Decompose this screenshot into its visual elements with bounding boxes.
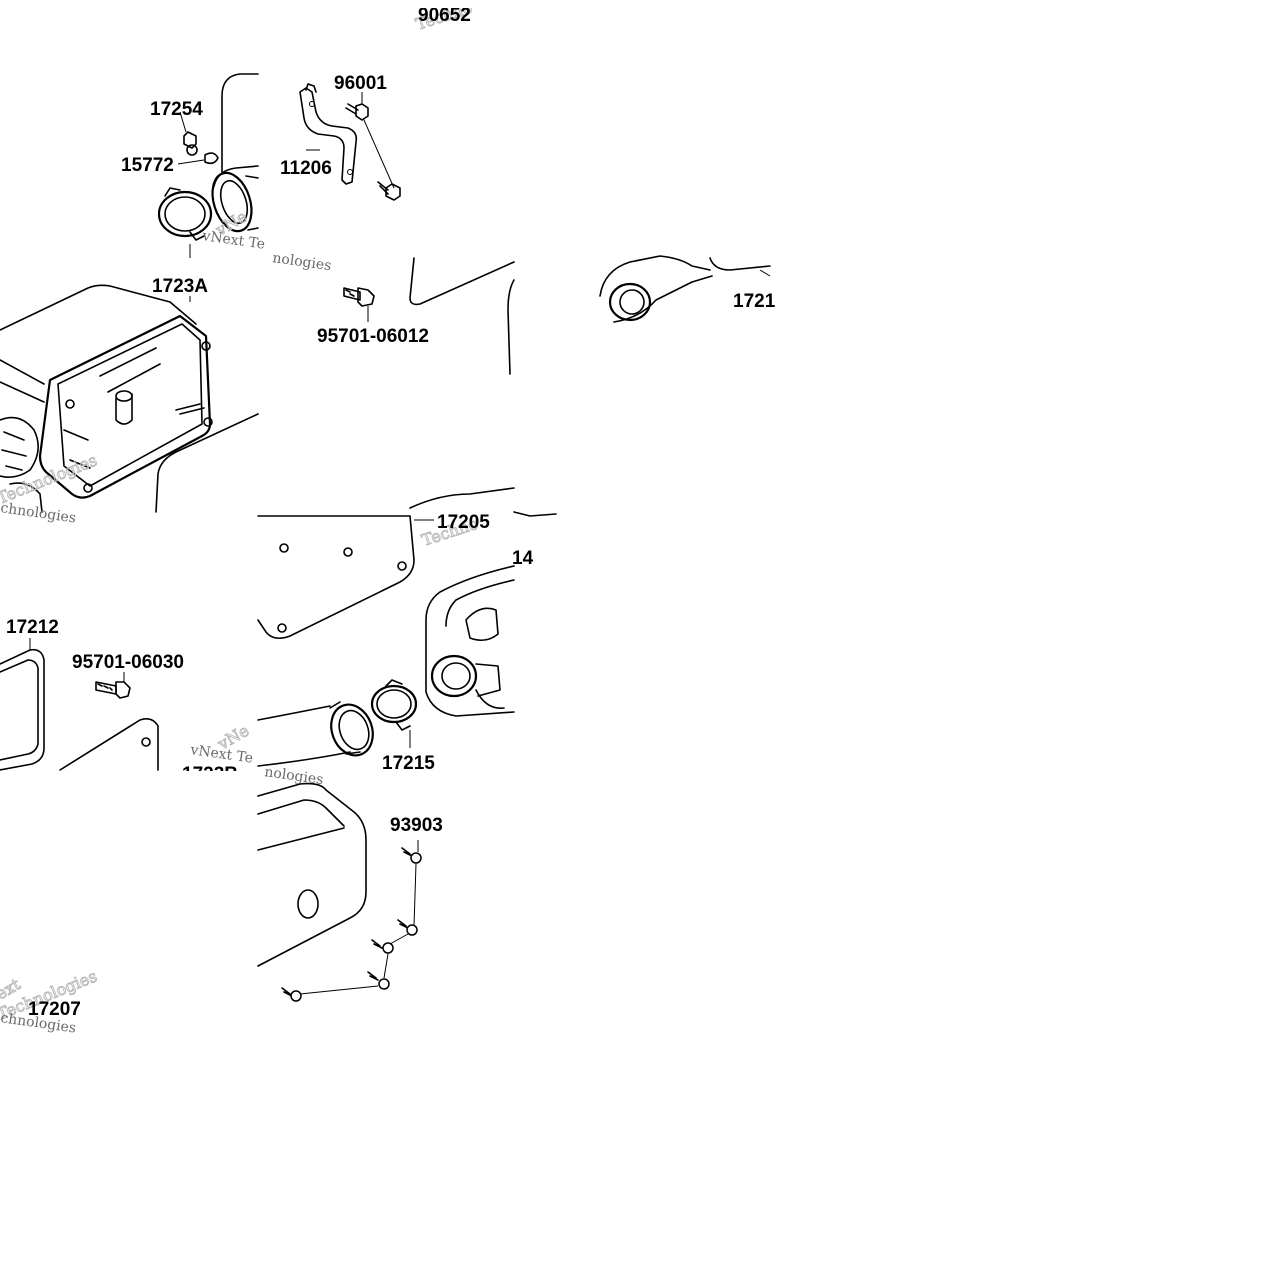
label-90652: 90652 [418,5,471,26]
clamp-assembly-drawing [157,73,259,258]
screw-3 [371,939,394,954]
label-17254: 17254 [150,99,203,120]
label-17215: 17215 [382,753,435,774]
cover-93903-drawing [257,782,422,1002]
hose-clamp-17215-drawing [257,679,418,767]
label-17207: 17207 [28,999,81,1020]
box-1723A-drawing [0,284,259,513]
gasket-17212-drawing [0,638,159,771]
label-14: 14 [512,548,534,569]
screw-5 [281,987,302,1002]
hose-1721-drawing [599,255,771,323]
plate-17205-drawing [257,487,557,717]
screw-4 [367,971,390,990]
label-17212: 17212 [6,617,59,638]
label-1721: 1721 [733,291,776,312]
part-labels: 90652 96001 17254 15772 11206 1723A 9570… [6,5,776,1020]
label-95701-06012: 95701-06012 [317,326,429,347]
mask-90652 [400,0,530,8]
label-17205: 17205 [437,512,490,533]
bolt-95701-06012-drawing [343,257,515,375]
label-1723A: 1723A [152,276,208,297]
label-93903: 93903 [390,815,443,836]
watermark-vnext-te-1: vNext Te [200,228,266,253]
label-95701-06030: 95701-06030 [72,652,184,673]
label-15772: 15772 [121,155,174,176]
bracket-drawing [299,83,401,201]
watermark-chnol-1: chnologies [0,500,77,526]
screw-2 [397,919,418,936]
screw-1 [401,847,422,864]
label-96001: 96001 [334,73,387,94]
watermark-tech-mid: Technologies [0,450,100,507]
watermark-nologies-2: nologies [263,764,324,788]
label-11206: 11206 [280,158,332,179]
mask-1723B [150,771,260,791]
watermark-vnext-te-2: vNext Te [188,742,254,767]
watermark-nologies-1: nologies [271,250,332,274]
watermark: Techno vNe vNext Te nologies Technologie… [0,0,481,1037]
